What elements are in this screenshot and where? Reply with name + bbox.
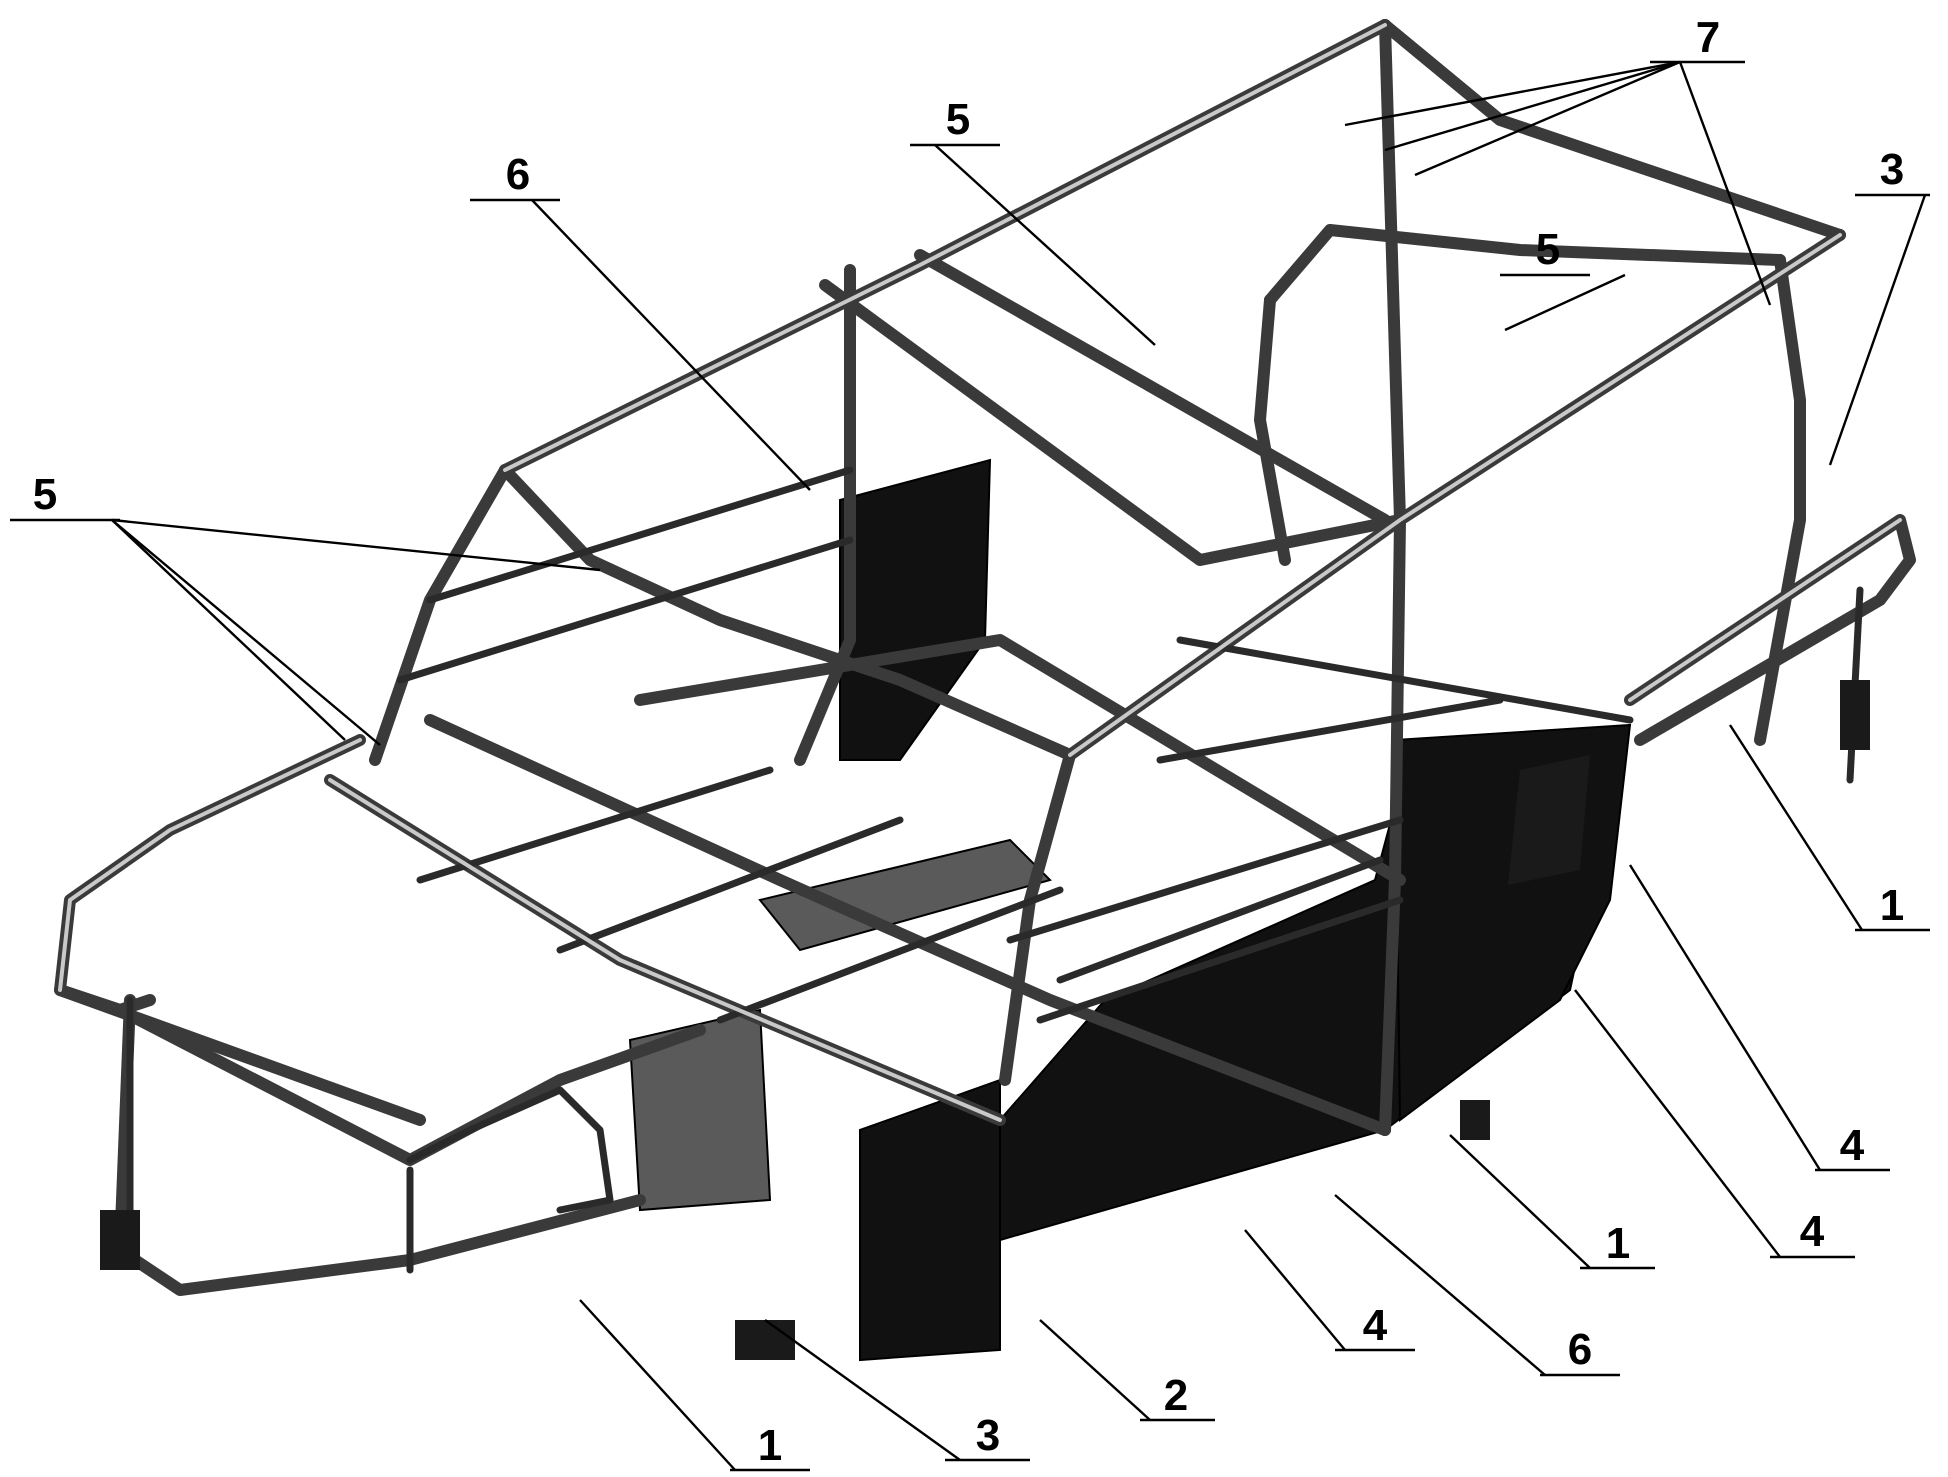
- callout-label: 5: [946, 95, 970, 144]
- callout-label: 6: [506, 150, 530, 199]
- roof-cross-1: [819, 279, 1406, 566]
- front-mount-bracket: [100, 1210, 140, 1270]
- rear-quarter-panel: [1393, 723, 1632, 1122]
- firewall-panel: [628, 1008, 772, 1212]
- roof-front-bow: [499, 464, 1076, 761]
- rear-mount-bracket: [1840, 680, 1870, 750]
- roof-diagonal: [1379, 19, 1406, 526]
- seat-bar: [1056, 856, 1384, 984]
- callout-label: 6: [1568, 1325, 1592, 1374]
- callout-label: 7: [1696, 13, 1720, 62]
- space-frame-drawing: [54, 19, 1916, 1362]
- roof-cross-2: [914, 249, 1391, 526]
- lower-sill-panel: [859, 1078, 1001, 1362]
- floor-cross-2: [556, 816, 904, 954]
- floor-cross-3: [716, 886, 1064, 1024]
- leader-lines: [10, 60, 1930, 1472]
- front-hood-rail: [114, 1004, 706, 1166]
- callout-label: 5: [33, 470, 57, 519]
- callout-label: 3: [976, 1411, 1000, 1460]
- door-beam-left-2: [396, 536, 854, 684]
- door-beam-right: [1006, 816, 1404, 944]
- sill-bracket: [1460, 1100, 1490, 1140]
- floor-rail-right: [634, 634, 1406, 886]
- rear-floor-long: [1176, 636, 1634, 724]
- rear-hoop-right: [1754, 254, 1806, 746]
- a-pillar-left: [369, 464, 511, 766]
- b-pillar-left: [794, 264, 856, 766]
- rear-hoop-top: [1264, 224, 1786, 306]
- door-beam-left: [426, 466, 854, 604]
- a-pillar-right: [999, 749, 1076, 1086]
- rear-floor-cross: [1156, 696, 1504, 764]
- callout-label: 5: [1536, 225, 1560, 274]
- callout-labels: 7 5 3 5 6 5 1 4 4 1 4 6 2 3 1: [33, 13, 1904, 1470]
- callout-label: 1: [1880, 881, 1904, 930]
- front-lower-arch: [406, 1086, 614, 1214]
- door-beam-right-2: [1036, 896, 1404, 1024]
- floor-cross-1: [416, 766, 774, 884]
- callout-label: 3: [1880, 145, 1904, 194]
- roof-rail-right: [1064, 229, 1846, 761]
- rear-window-opening: [1508, 755, 1590, 885]
- rear-hoop-left: [1254, 294, 1291, 566]
- front-bumper-lower: [114, 994, 646, 1296]
- callout-label: 4: [1363, 1301, 1388, 1350]
- floor-rail-center: [424, 714, 1391, 1136]
- callout-label: 1: [758, 1421, 782, 1470]
- callout-label: 4: [1800, 1207, 1825, 1256]
- callout-label: 1: [1606, 1219, 1630, 1268]
- callout-label: 4: [1840, 1121, 1865, 1170]
- roof-rear-bow: [1379, 19, 1846, 241]
- front-suspension-mount: [735, 1320, 795, 1360]
- front-crossbar: [54, 984, 426, 1126]
- floor-tunnel: [758, 838, 1052, 952]
- callout-label: 2: [1164, 1371, 1188, 1420]
